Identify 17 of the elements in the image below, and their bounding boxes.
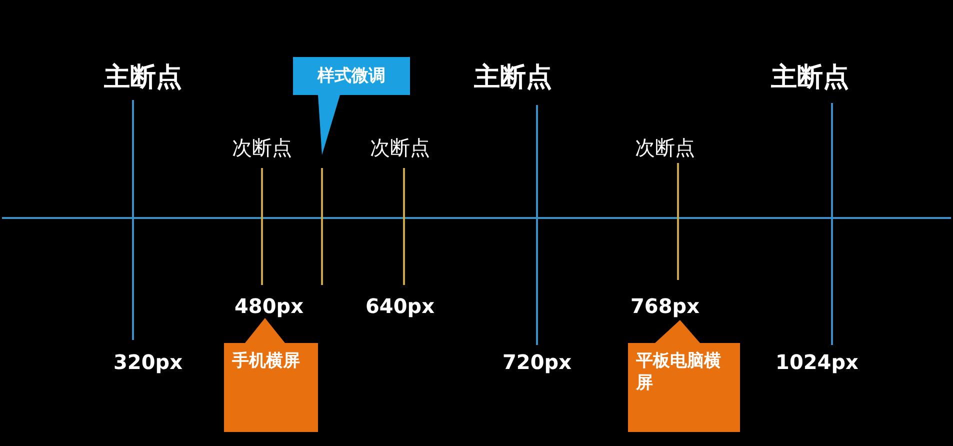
breakpoint-label: 次断点 — [232, 134, 292, 162]
width-label: 320px — [114, 350, 182, 374]
heading: 主断点 — [474, 62, 552, 94]
width-label: 1024px — [776, 350, 858, 374]
width-label: 640px — [366, 294, 434, 318]
width-label: 720px — [502, 350, 572, 374]
heading: 主断点 — [771, 62, 849, 94]
width-label: 768px — [630, 294, 700, 318]
callout-text: 样式微调 — [316, 65, 386, 87]
callout-box — [628, 320, 740, 432]
callout-text: 手机横屏 — [232, 350, 301, 372]
breakpoint-label: 次断点 — [370, 134, 430, 162]
callout-box — [224, 318, 318, 432]
callout-text: 平板电脑横屏 — [636, 350, 722, 394]
breakpoint-label: 次断点 — [635, 134, 695, 162]
heading: 主断点 — [104, 62, 182, 94]
width-label: 480px — [234, 294, 304, 318]
